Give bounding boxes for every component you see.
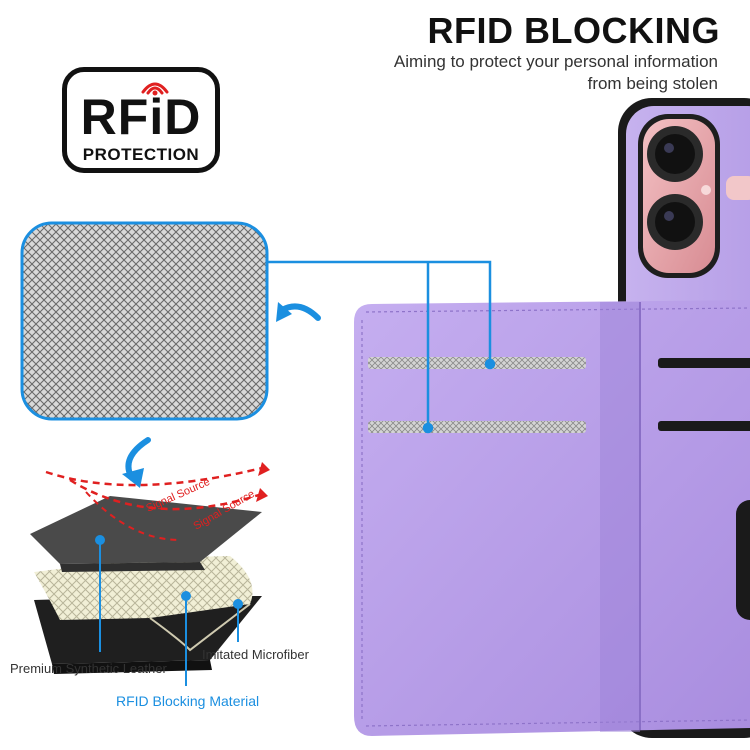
badge-sub-text: PROTECTION xyxy=(82,145,200,164)
rfid-wave-icon xyxy=(141,82,169,96)
subtitle-line-2: from being stolen xyxy=(587,74,718,93)
page-title: RFID BLOCKING xyxy=(427,10,720,51)
badge-main-text: RFiD xyxy=(80,89,202,145)
curved-arrow-down-icon xyxy=(122,437,151,488)
label-microfiber: Imitated Microfiber xyxy=(202,647,309,662)
rfid-mesh-sample xyxy=(20,221,269,421)
subtitle-line-1: Aiming to protect your personal informat… xyxy=(393,52,718,71)
wallet-flap xyxy=(354,300,750,736)
callout-lines xyxy=(267,260,496,434)
label-rfid-blocking: RFID Blocking Material xyxy=(116,693,260,709)
layer-stack xyxy=(30,462,270,686)
rfid-protection-badge: RFiD PROTECTION xyxy=(62,67,220,173)
label-synthetic-leather: Premium Synthetic Leather xyxy=(10,661,167,676)
curved-arrow-icon xyxy=(276,302,321,322)
